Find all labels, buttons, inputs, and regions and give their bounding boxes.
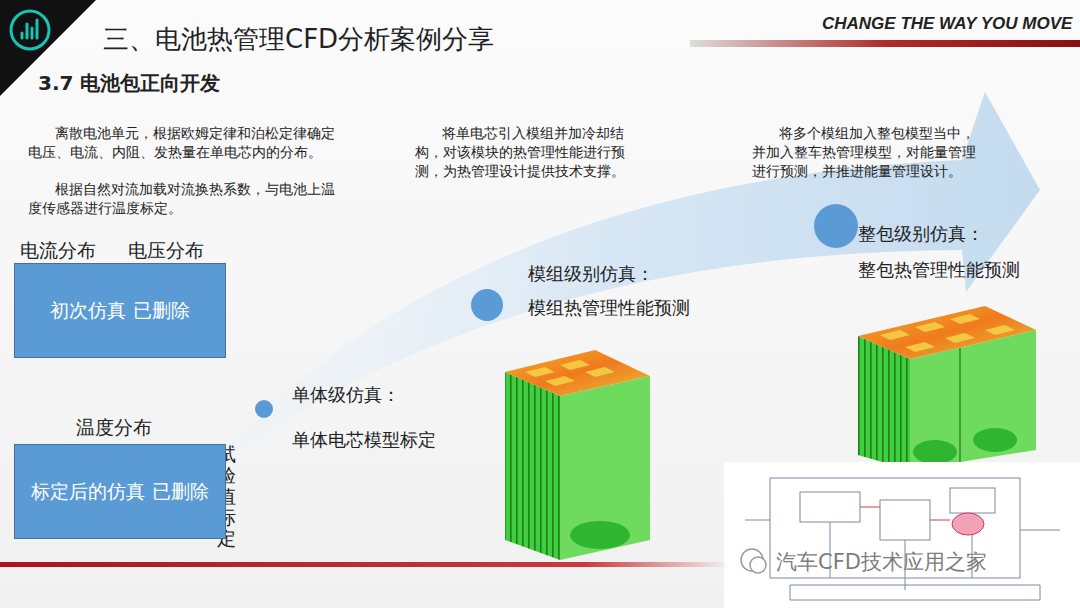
description-text: 将单电芯引入模组并加冷却结构，对该模块的热管理性能进行预测，为热管理设计提供技术… (415, 124, 647, 181)
header-band (690, 40, 1080, 47)
description-text: 将多个模组加入整包模型当中，并加入整车热管理模型，对能量管理进行预测，并推进能量… (752, 124, 988, 181)
logo-ring (11, 11, 49, 49)
logo-bars (22, 20, 37, 38)
process-box: 标定后的仿真 已删除 (14, 444, 226, 539)
module-model (505, 350, 650, 560)
stage-heading: 模组级别仿真： (528, 262, 654, 286)
slide-title: 三、电池热管理CFD分析案例分享 (103, 22, 494, 57)
slogan: CHANGE THE WAY YOU MOVE (822, 14, 1072, 34)
description-text: 离散电池单元，根据欧姆定律和泊松定律确定电压、电流、内阻、发热量在单电芯内的分布… (28, 124, 340, 162)
stage-dot (255, 400, 273, 418)
vehicle-thermal-schematic (724, 462, 1080, 608)
box-heading: 电流分布 (20, 238, 96, 264)
footer-band (0, 562, 730, 567)
box-heading: 温度分布 (76, 415, 152, 441)
stage-heading: 单体级仿真： (292, 383, 400, 407)
stage-description: 整包热管理性能预测 (858, 258, 1020, 282)
stage-dot (814, 204, 858, 248)
stage-heading: 整包级别仿真： (858, 222, 984, 246)
pack-model (858, 306, 1036, 470)
box-text: 标定后的仿真 已删除 (21, 473, 218, 510)
box-heading: 电压分布 (128, 238, 204, 264)
box-text: 初次仿真 已删除 (40, 292, 199, 329)
description-text: 根据自然对流加载对流换热系数，与电池上温度传感器进行温度标定。 (28, 180, 340, 218)
stage-description: 单体电芯模型标定 (292, 428, 436, 452)
section-heading: 3.7 电池包正向开发 (38, 70, 220, 97)
stage-description: 模组热管理性能预测 (528, 296, 690, 320)
stage-dot (471, 289, 503, 321)
watermark: 汽车CFD技术应用之家 (776, 548, 987, 576)
process-box: 初次仿真 已删除 (14, 263, 226, 358)
